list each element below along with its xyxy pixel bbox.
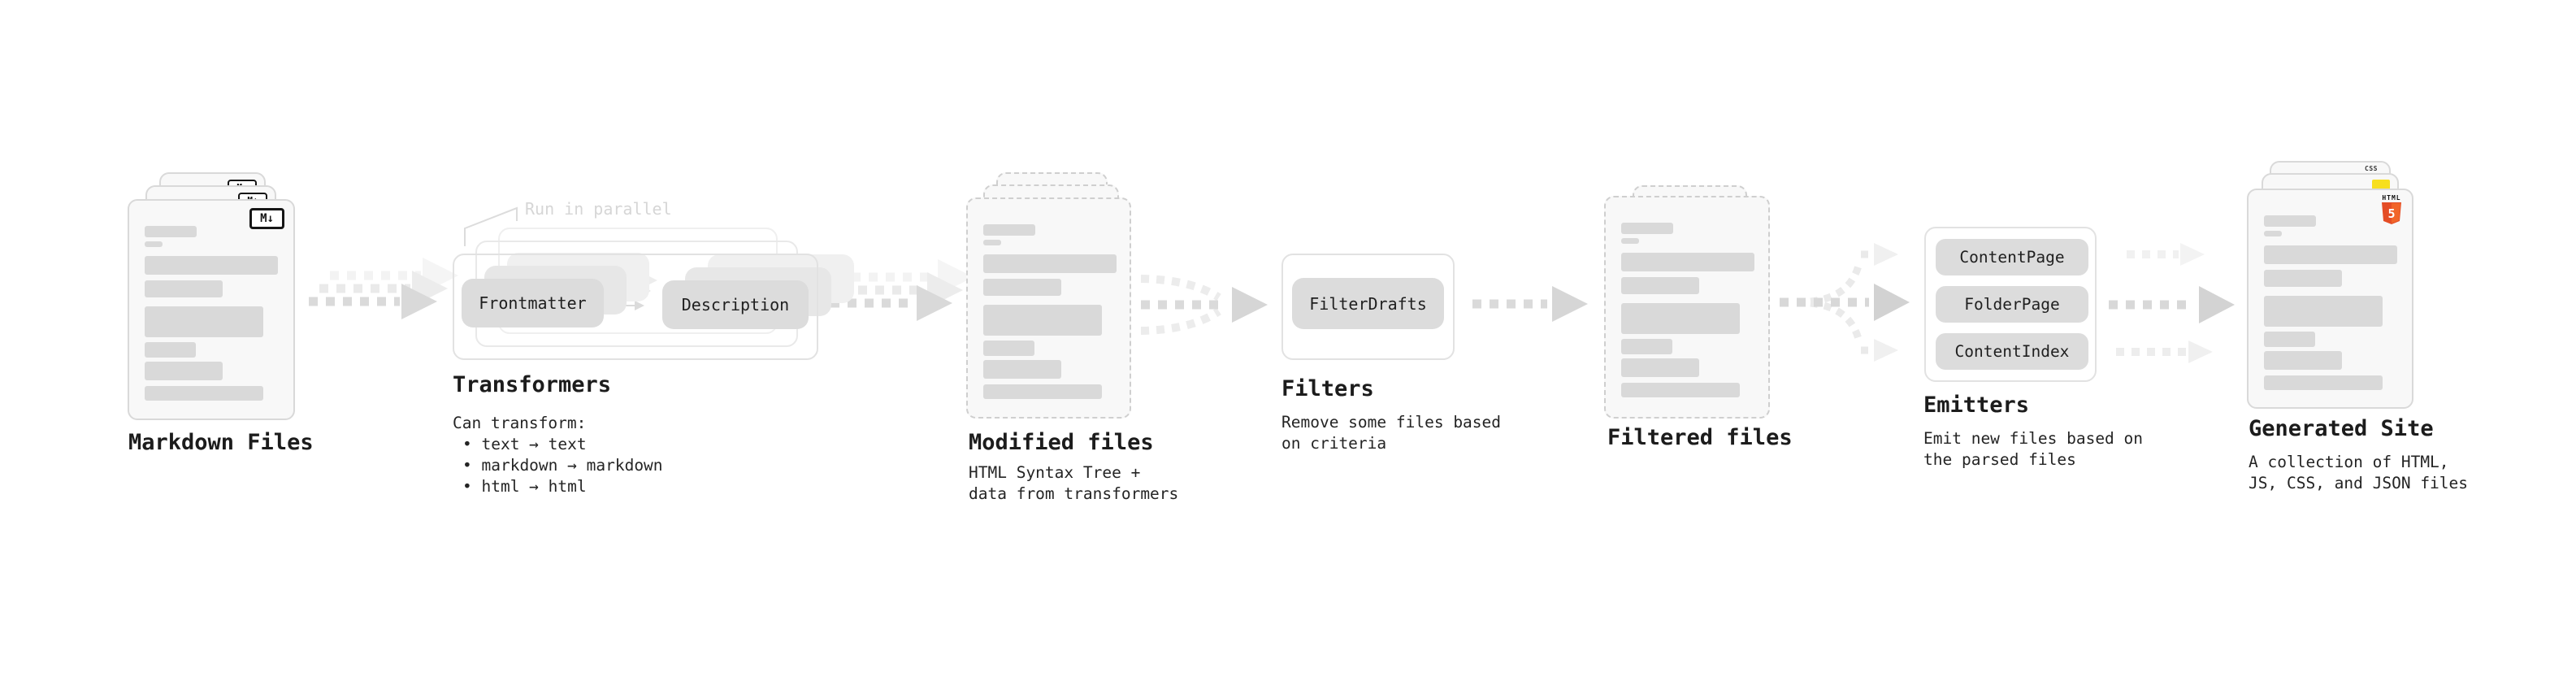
section-modified-files: Modified files HTML Syntax Tree + data f… <box>966 172 1194 514</box>
skeleton-text-bar <box>2264 231 2282 236</box>
html5-icon: HTML 5 <box>2381 194 2402 228</box>
skeleton-text-bar <box>145 306 263 337</box>
skeleton-text-bar <box>1621 238 1639 244</box>
skeleton-text-bar <box>983 305 1102 336</box>
transformers-description-heading: Can transform: <box>453 414 587 432</box>
filtered-files-title: Filtered files <box>1607 425 1793 450</box>
skeleton-text-bar <box>1621 358 1699 377</box>
modified-files-description: HTML Syntax Tree + data from transformer… <box>969 463 1179 503</box>
emitter-chip: ContentIndex <box>1936 333 2088 370</box>
modified-file-front <box>966 197 1131 419</box>
skeleton-text-bar <box>1621 223 1673 234</box>
transformers-title: Transformers <box>453 372 612 397</box>
skeleton-text-bar <box>2264 245 2397 264</box>
section-filtered-files: Filtered files <box>1604 185 1832 478</box>
transformers-bullet-item: • html → html <box>462 477 587 496</box>
skeleton-text-bar <box>1621 253 1754 271</box>
skeleton-text-bar <box>145 256 278 275</box>
skeleton-text-bar <box>1621 277 1699 294</box>
skeleton-text-bar <box>2264 332 2315 347</box>
emitters-description: Emit new files based on the parsed files <box>1923 429 2144 469</box>
transformers-bullet-item: • markdown → markdown <box>462 456 663 475</box>
js-icon <box>2372 180 2390 190</box>
skeleton-text-bar <box>2264 375 2383 390</box>
filtered-file-front <box>1604 196 1770 419</box>
filters-title: Filters <box>1281 376 1374 401</box>
skeleton-text-bar <box>145 362 223 380</box>
skeleton-text-bar <box>1621 303 1740 334</box>
skeleton-text-bar <box>2264 270 2342 287</box>
modified-files-title: Modified files <box>969 430 1154 455</box>
emitter-chip: ContentPage <box>1936 239 2088 275</box>
transformers-bullet-list: • text → text • markdown → markdown • html… <box>462 434 663 497</box>
skeleton-text-bar <box>145 386 263 401</box>
skeleton-text-bar <box>2264 296 2383 327</box>
skeleton-text-bar <box>983 254 1117 273</box>
markdown-files-title: Markdown Files <box>128 430 314 455</box>
html-file-front: HTML 5 <box>2247 189 2413 409</box>
skeleton-text-bar <box>983 384 1102 399</box>
skeleton-text-bar <box>983 279 1061 296</box>
run-in-parallel-label: Run in parallel <box>525 199 672 219</box>
html5-icon-label: HTML <box>2382 194 2401 202</box>
filter-drafts-chip: FilterDrafts <box>1292 278 1444 329</box>
emitters-title: Emitters <box>1923 393 2030 418</box>
transformer-frame-front <box>453 254 818 360</box>
skeleton-text-bar <box>2264 351 2342 370</box>
markdown-icon: M↓ <box>249 208 284 229</box>
filters-description: Remove some files based on criteria <box>1281 413 1502 453</box>
section-markdown-files: M↓ M↓ M↓ Markdown Files <box>128 161 355 470</box>
description-chip: Description <box>662 280 809 329</box>
html5-icon-number: 5 <box>2387 206 2395 221</box>
skeleton-text-bar <box>2264 215 2316 227</box>
frontmatter-chip: Frontmatter <box>462 279 604 327</box>
skeleton-text-bar <box>1621 383 1740 397</box>
section-filters: FilterDrafts Filters Remove some files b… <box>1281 254 1517 481</box>
skeleton-text-bar <box>983 360 1061 379</box>
skeleton-text-bar <box>983 224 1035 236</box>
html5-shield-icon: 5 <box>2382 202 2401 224</box>
skeleton-text-bar <box>145 280 223 297</box>
skeleton-text-bar <box>983 240 1001 245</box>
generated-site-title: Generated Site <box>2249 416 2434 441</box>
css-icon-label: CSS <box>2365 165 2378 172</box>
skeleton-text-bar <box>983 340 1034 356</box>
markdown-file-front: M↓ <box>128 199 295 420</box>
section-transformers: Run in parallel Frontmatter Description … <box>453 199 854 509</box>
skeleton-text-bar <box>145 241 163 247</box>
skeleton-text-bar <box>145 226 197 237</box>
generated-site-description: A collection of HTML, JS, CSS, and JSON … <box>2249 453 2469 492</box>
skeleton-text-bar <box>145 342 196 358</box>
emitter-chip: FolderPage <box>1936 286 2088 323</box>
skeleton-text-bar <box>1621 339 1672 354</box>
transformers-bullet-item: • text → text <box>462 435 587 453</box>
section-generated-site: CSS HTML 5 Generated Site A collection o… <box>2247 161 2491 502</box>
